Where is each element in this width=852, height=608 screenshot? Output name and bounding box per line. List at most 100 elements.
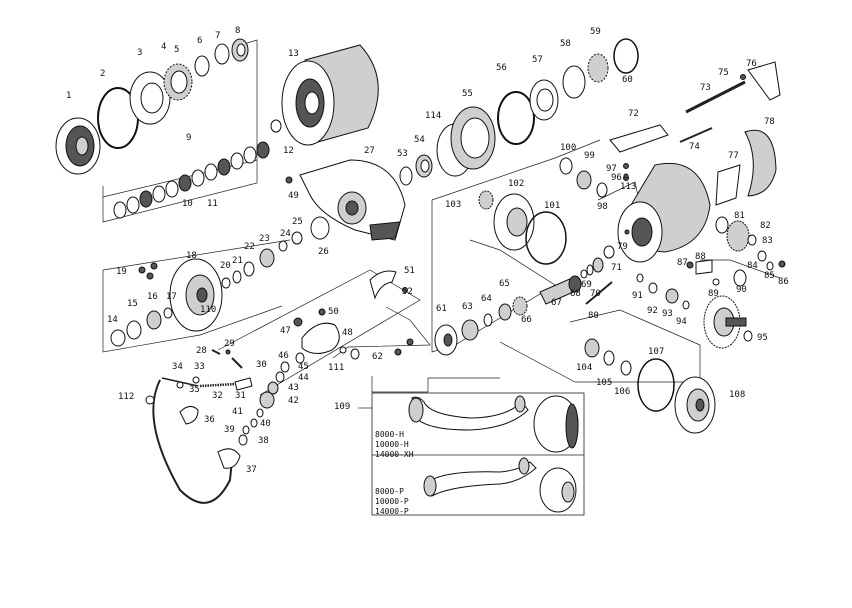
part-93-shape [665,288,679,304]
part-label-64: 64 [481,294,492,304]
part-label-27: 27 [364,146,375,156]
part-label-96: 96 [611,173,622,183]
part-104-shape [584,338,600,358]
part-75-shape [740,74,746,80]
part-label-112: 112 [118,392,134,402]
part-95-shape [743,330,753,342]
part-52-shape [402,287,408,293]
part-13-spool-shape [281,44,379,146]
part-83-shape [747,234,757,246]
part-label-9: 9 [186,133,191,143]
part-label-22: 22 [244,242,255,252]
part-96-shape [623,173,629,179]
part-21-shape [232,270,242,284]
part-label-59: 59 [590,27,601,37]
part-15-shape [126,320,142,340]
part-89-shape [712,278,720,286]
part-48-shape [301,322,340,354]
part-80-shape [585,281,613,305]
part-label-77: 77 [728,151,739,161]
part-label-98: 98 [597,202,608,212]
part-label-17: 17 [166,292,177,302]
part-label-2: 2 [100,69,105,79]
part-label-71: 71 [611,263,622,273]
part-label-49: 49 [288,191,299,201]
part-label-20: 20 [220,261,231,271]
part-label-10: 10 [182,199,193,209]
part-label-42: 42 [288,396,299,406]
part-label-15: 15 [127,299,138,309]
handle-a-shape [408,395,579,453]
part-41-shape [256,408,264,418]
part-label-51: 51 [404,266,415,276]
part-label-21: 21 [232,256,243,266]
part-27-rotor-shape [299,159,406,241]
part-103-shape [478,190,494,210]
part-19-shape [138,262,158,280]
part-label-79: 79 [617,242,628,252]
part-label-54: 54 [414,135,425,145]
part-label-74: 74 [689,142,700,152]
part-label-66: 66 [521,315,532,325]
part-label-72: 72 [628,109,639,119]
part-23-shape [259,248,275,268]
part-label-61: 61 [436,304,447,314]
part-60-shape [613,38,639,74]
part-43-shape [267,381,279,395]
part-25-shape [291,231,303,245]
part-label-67: 67 [551,298,562,308]
part-label-35: 35 [189,385,200,395]
part-label-8: 8 [235,26,240,36]
part-label-97: 97 [606,164,617,174]
part-label-24: 24 [280,229,291,239]
part-label-34: 34 [172,362,183,372]
part-100-shape [559,157,573,175]
part-label-113: 113 [620,182,636,192]
part-label-114: 114 [425,111,441,121]
handle-b-model-2: 10000-P [375,497,409,506]
part-label-76: 76 [746,59,757,69]
part-label-86: 86 [778,277,789,287]
part-label-55: 55 [462,89,473,99]
part-label-100: 100 [560,143,576,153]
part-26-shape [310,216,330,240]
part-label-12: 12 [283,146,294,156]
part-67-pinion-shape [539,275,582,305]
handle-b-shape [423,457,577,513]
part-112-shape [145,395,155,405]
part-label-5: 5 [174,45,179,55]
part-label-1: 1 [66,91,71,101]
part-69-shape [586,264,594,276]
part-92-shape [648,282,658,294]
part-label-62: 62 [372,352,383,362]
part-20-shape [221,277,231,289]
part-46-shape [295,352,305,364]
part-label-92: 92 [647,306,658,316]
part-label-94: 94 [676,317,687,327]
part-94-shape [682,300,690,310]
part-label-53: 53 [397,149,408,159]
part-label-85: 85 [764,271,775,281]
part-53-shape [399,166,413,186]
part-45-shape [280,361,290,373]
part-label-50: 50 [328,307,339,317]
part-label-103: 103 [445,200,461,210]
part-7-shape [214,43,230,65]
part-107-shape [637,358,675,412]
part-49-shape [285,176,293,184]
part-1-shape [55,117,101,175]
drag-washer-stack [113,119,282,219]
part-label-81: 81 [734,211,745,221]
part-label-31: 31 [235,391,246,401]
part-label-105: 105 [596,378,612,388]
part-34-shape [161,377,199,387]
part-74-shape [679,127,713,143]
part-label-108: 108 [729,390,745,400]
part-47-shape [293,317,303,327]
part-67-drive-gear-shape [703,295,747,349]
part-78-shape [744,129,777,197]
part-label-82: 82 [760,221,771,231]
part-label-102: 102 [508,179,524,189]
